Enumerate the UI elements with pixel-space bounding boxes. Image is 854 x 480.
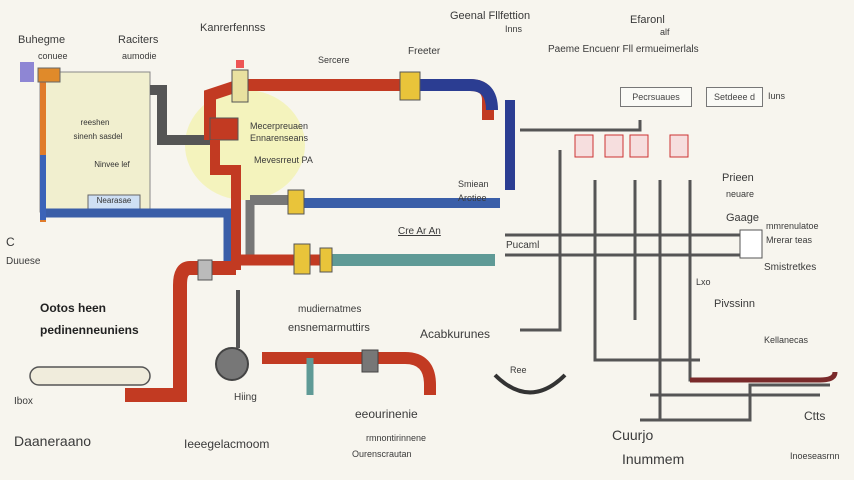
box-setdeee: Setdeee d — [706, 87, 763, 107]
valve-bottom — [361, 349, 379, 373]
pump-valve — [209, 117, 239, 141]
coupling-teal-2 — [319, 247, 333, 273]
label-ibox: Ibox — [14, 396, 33, 407]
valve-label-3: Mevesrreut PA — [254, 155, 313, 165]
coupling-teal — [293, 243, 311, 275]
tank-blue-edge — [40, 155, 46, 220]
grey-pipe-top-left — [150, 85, 210, 145]
red-pipe-main — [125, 261, 236, 402]
coupling-top-left — [231, 69, 249, 103]
label-rmnontirinnene: rmnontirinnene — [366, 433, 427, 443]
label-hiing: Hiing — [234, 392, 257, 403]
red-loop-right — [690, 371, 838, 383]
grey-line-right-4 — [520, 150, 562, 332]
label-buhegme: Buhegme — [18, 34, 66, 46]
red-pipe-bottom — [262, 352, 436, 395]
label-lxo: Lxo — [696, 277, 711, 287]
label-inummem: Inummem — [622, 451, 685, 467]
label-geenal: Geenal Fllfettion — [450, 10, 531, 22]
label-ourenscrautan: Ourenscrautan — [352, 449, 412, 459]
blue-pipe-left — [46, 208, 233, 265]
label-gaage: Gaage — [726, 212, 760, 224]
tank-label-2: sinenh sasdel — [73, 132, 123, 141]
label-iuns: Iuns — [768, 91, 786, 101]
valve-label-2: Ennarenseans — [250, 133, 309, 143]
label-mudiernatmes: mudiernatmes — [298, 304, 362, 315]
label-arotiee: Arotiee — [458, 193, 487, 203]
label-daaneraano: Daaneraano — [14, 433, 92, 449]
label-alf: alf — [660, 27, 670, 37]
label-pedinenneuniens: pedinenneuniens — [40, 323, 139, 337]
tank-label-3: Ninvee lef — [94, 160, 130, 169]
tank-orange-edge — [40, 72, 46, 222]
red-valve-marker — [236, 60, 244, 68]
tank-left — [39, 71, 151, 213]
valve-label-1: Mecerpreuaen — [250, 121, 309, 131]
sink-bowl — [493, 373, 567, 395]
grey-line-right-5 — [593, 180, 700, 362]
tank-label-1: reeshen — [80, 118, 110, 127]
label-acabkurunes: Acabkurunes — [420, 327, 491, 341]
label-eeourinenie: eeourinenie — [355, 407, 418, 421]
label-ootos-heen: Ootos heen — [40, 301, 107, 315]
gauge-2 — [604, 134, 624, 158]
coupling-mid — [287, 189, 305, 215]
label-ree: Ree — [510, 365, 527, 375]
grey-line-right-1 — [520, 120, 642, 132]
tank-top-fitting — [37, 67, 61, 83]
label-prieen: Prieen — [722, 172, 754, 184]
coupling-top — [399, 71, 421, 101]
label-freeter: Freeter — [408, 46, 441, 57]
label-aumodie: aumodie — [122, 51, 157, 61]
label-inns: Inns — [505, 24, 523, 34]
red-pipe-vertical — [210, 140, 241, 270]
label-neuare: neuare — [726, 189, 755, 199]
grey-line-right-10 — [640, 383, 830, 422]
gauge-4 — [669, 134, 689, 158]
label-pivssinn: Pivssinn — [714, 298, 755, 310]
gauge-1 — [574, 134, 594, 158]
coupling-main — [197, 259, 213, 281]
label-duuese: Duuese — [6, 256, 41, 267]
label-cre-ar: Cre Ar An — [398, 226, 441, 237]
label-kanrerfennss: Kanrerfennss — [200, 22, 266, 34]
cylinder-left — [29, 366, 151, 386]
box-pecrsuaues: Pecrsuaues — [620, 87, 692, 107]
label-ctts: Ctts — [804, 409, 826, 423]
label-ensnemarmuttirs: ensnemarmuttirs — [288, 322, 370, 334]
label-c: C — [6, 235, 15, 249]
label-kellanecas: Kellanecas — [764, 335, 809, 345]
label-sercere: Sercere — [318, 55, 350, 65]
label-inoeseasrnn: Inoeseasrnn — [790, 451, 840, 461]
end-cap-right — [739, 229, 763, 259]
label-smistretkes: Smistretkes — [764, 262, 817, 273]
tank-label-4: Nearasae — [96, 196, 132, 205]
purple-cap — [20, 62, 34, 82]
label-efaronl: Efaronl — [630, 14, 665, 26]
label-conuee: conuee — [38, 51, 68, 61]
label-paeme: Paeme Encuenr Fll ermueimerlals — [548, 44, 699, 55]
label-smiean: Smiean — [458, 179, 489, 189]
label-cuurjo: Cuurjo — [612, 427, 654, 443]
label-ieeegelacmoom: Ieeegelacmoom — [184, 437, 270, 451]
label-raciters: Raciters — [118, 34, 159, 46]
pump-circle — [215, 347, 249, 381]
label-mmrenulatoe: mmrenulatoe — [766, 221, 819, 231]
label-mrerar: Mrerar teas — [766, 235, 813, 245]
gauge-3 — [629, 134, 649, 158]
blue-pipe-top-right — [410, 79, 498, 111]
label-pucaml: Pucaml — [506, 240, 540, 251]
